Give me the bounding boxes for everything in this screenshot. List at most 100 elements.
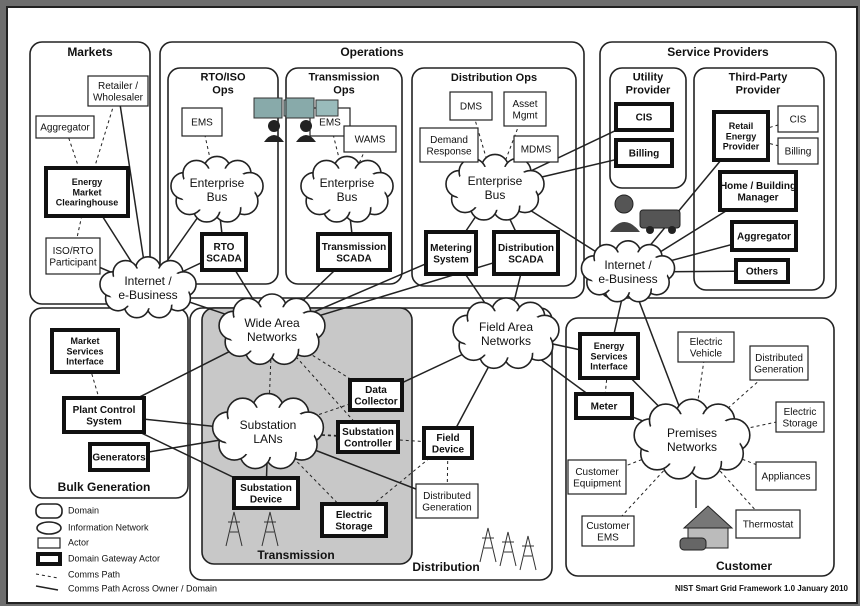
actor-label-electric_storage_t-line: Electric [336, 510, 373, 521]
network-label-internet_right-line: Internet / [604, 258, 652, 272]
domain-title-service_providers-line: Service Providers [667, 45, 769, 59]
gateway-actor-cis_utility [614, 102, 674, 132]
actor-label-aggregator_sp: Aggregator [737, 232, 791, 243]
domain-title-operations: Operations [340, 45, 404, 59]
network-label-premises_networks-line: Premises [667, 426, 717, 440]
domain-title-transmission: Transmission [257, 548, 334, 562]
network-cloud-field_area_networks [452, 297, 560, 370]
wheel-icon [646, 226, 654, 234]
actor-electric_storage_c [775, 401, 825, 433]
actor-dms [449, 91, 493, 121]
domain-title-operations-line: Operations [340, 45, 404, 59]
domain-title-markets: Markets [67, 45, 113, 59]
actor-label-customer_ems-line: EMS [597, 532, 619, 543]
actor-label-home_building_manager-line: Manager [737, 192, 778, 203]
actor-label-market_services_interface-line: Market [70, 336, 99, 346]
actor-label-rto_scada-line: SCADA [206, 253, 242, 264]
network-cloud-wide_area_networks [218, 293, 326, 366]
actor-label-asset_mgmt-line: Asset [512, 99, 537, 110]
gateway-actor-transmission_scada [316, 232, 392, 272]
network-label-enterprise_bus_rto-line: Enterprise [190, 176, 245, 190]
domain-title-distribution-line: Distribution [412, 560, 479, 574]
actor-label-metering_system-line: System [433, 254, 469, 265]
actor-label-iso_rto_participant-line: ISO/RTO [53, 246, 94, 257]
actor-distributed_generation_c [749, 345, 809, 381]
network-label-enterprise_bus_dist-line: Bus [485, 188, 506, 202]
operator-head-icon [268, 120, 280, 132]
network-label-wide_area_networks-line: Networks [247, 330, 297, 344]
legend-label: Information Network [68, 522, 149, 532]
legend-domain-swatch [35, 503, 63, 519]
transmission-tower-icon [261, 511, 279, 547]
network-cloud-enterprise_bus_dist [445, 153, 545, 221]
tower-icon [261, 511, 279, 547]
actor-label-distributed_generation_c-line: Distributed [755, 353, 803, 364]
network-label-internet_left-line: Internet / [124, 274, 172, 288]
gateway-actor-others [734, 258, 790, 284]
footer-caption: NIST Smart Grid Framework 1.0 January 20… [675, 584, 849, 593]
actor-customer_ems [581, 515, 635, 547]
domain-title-bulk_generation-line: Bulk Generation [58, 480, 151, 494]
actor-label-billing_third: Billing [785, 147, 812, 158]
domain-title-utility_provider-line: Provider [626, 84, 671, 96]
domain-title-third_party_provider-line: Provider [736, 84, 781, 96]
domain-title-transmission_ops-line: Ops [333, 84, 354, 96]
actor-label-electric_storage_c-line: Storage [782, 418, 817, 429]
actor-label-thermostat-line: Thermostat [743, 520, 794, 531]
legend-comms-across-swatch [35, 585, 59, 591]
legend-label: Actor [68, 537, 89, 547]
actor-appliances [755, 461, 817, 491]
actor-label-energy_services_interface-line: Services [590, 351, 627, 361]
actor-label-data_collector-line: Collector [354, 396, 397, 407]
actor-label-energy_services_interface-line: Interface [590, 362, 628, 372]
actor-label-demand_response-line: Demand [430, 135, 468, 146]
tower-icon [499, 531, 517, 567]
actor-label-distributed_generation_d-line: Generation [422, 502, 471, 513]
actor-ems_rto [181, 107, 223, 137]
domain-title-markets-line: Markets [67, 45, 113, 59]
actor-label-market_services_interface-line: Services [66, 346, 103, 356]
domain-title-rto_iso_ops-line: RTO/ISO [200, 71, 245, 83]
actor-label-metering_system-line: Metering [430, 243, 472, 254]
actor-label-transmission_scada-line: SCADA [336, 253, 372, 264]
domain-title-transmission_ops-line: Transmission [309, 71, 380, 83]
actor-label-aggregator_sp-line: Aggregator [737, 232, 791, 243]
actor-demand_response [419, 127, 479, 163]
gateway-actor-retail_energy_provider [712, 110, 770, 162]
service-worker-icon [610, 194, 681, 234]
domain-title-transmission-line: Transmission [257, 548, 334, 562]
actor-label-distributed_generation_c-line: Generation [754, 364, 803, 375]
actor-label-energy_services_interface-line: Energy [594, 341, 625, 351]
monitor-icon [315, 99, 339, 117]
domain-title-distribution: Distribution [412, 560, 479, 574]
actor-cis_third [777, 105, 819, 133]
comms-path-across [117, 90, 149, 289]
gateway-actor-field_device [422, 426, 474, 460]
cloud-body [453, 166, 537, 210]
actor-iso_rto_participant [45, 237, 101, 275]
actor-label-mdms: MDMS [521, 145, 552, 156]
operator-head-icon [300, 120, 312, 132]
actor-wams [343, 125, 397, 153]
legend-comms-path-swatch [35, 573, 59, 579]
actor-label-retailer_wholesaler-line: Retailer / [98, 81, 138, 92]
actor-label-billing_utility: Billing [629, 149, 660, 160]
actor-label-demand_response-line: Response [426, 146, 471, 157]
actor-distributed_generation_d [415, 483, 479, 519]
legend-label: Domain Gateway Actor [68, 553, 160, 563]
